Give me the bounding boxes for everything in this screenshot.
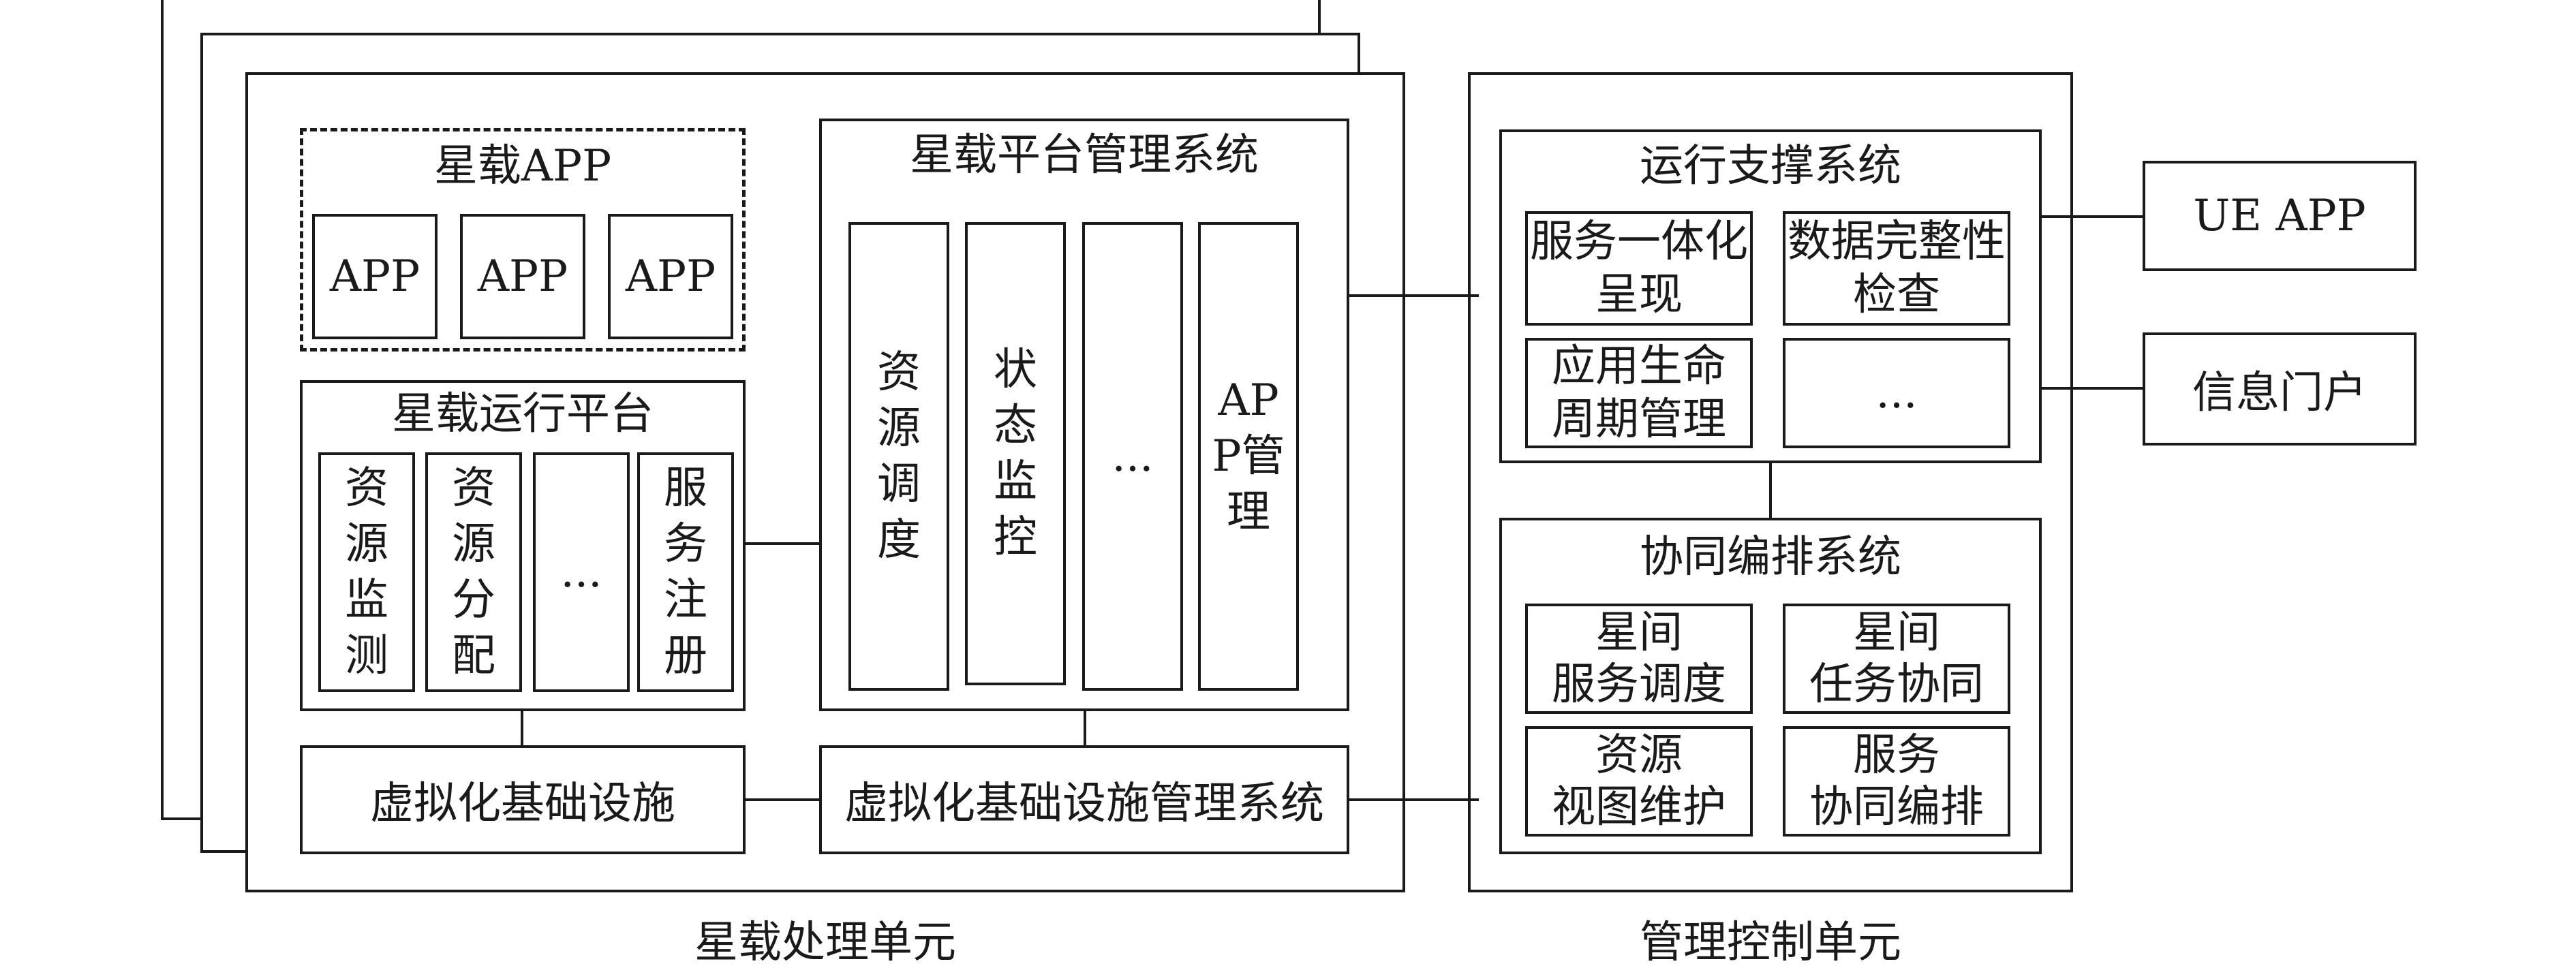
orch-cell-service-collaborative-orchestration: 服务协同编排 bbox=[1783, 726, 2010, 837]
app-box: APP bbox=[312, 214, 438, 339]
connector-runtime-to-virt bbox=[521, 711, 523, 745]
orch-cell-inter-satellite-task-collaboration: 星间任务协同 bbox=[1783, 604, 2010, 714]
orch-cell-inter-satellite-service-scheduling: 星间服务调度 bbox=[1525, 604, 1753, 714]
connector-runtime-to-platform-mgmt bbox=[746, 542, 819, 545]
app-box: APP bbox=[460, 214, 585, 339]
ue-app-box: UE APP bbox=[2143, 161, 2417, 271]
platform-module-status-monitoring: 状态监控 bbox=[994, 345, 1037, 563]
ops-cell-ellipsis: ... bbox=[1783, 338, 2010, 448]
management-unit-caption: 管理控制单元 bbox=[1640, 918, 1901, 968]
onboard-app-title: 星载APP bbox=[433, 141, 612, 191]
platform-module-resource-scheduling: 资源调度 bbox=[877, 347, 921, 565]
platform-module-box: APP管理 bbox=[1198, 222, 1299, 691]
platform-module-box: 资源调度 bbox=[848, 222, 949, 691]
runtime-module-resource-monitoring: 资源监测 bbox=[345, 463, 388, 681]
virtualization-infrastructure-mgmt-system: 虚拟化基础设施管理系统 bbox=[819, 745, 1349, 854]
info-portal-box: 信息门户 bbox=[2143, 332, 2417, 446]
connector-platform-mgmt-to-virt-mgmt bbox=[1084, 711, 1086, 745]
satellite-unit-caption: 星载处理单元 bbox=[694, 918, 956, 968]
platform-module-box: 状态监控 bbox=[965, 222, 1066, 685]
runtime-module-ellipsis: ... bbox=[560, 547, 602, 597]
ops-cell-data-integrity-check: 数据完整性检查 bbox=[1783, 211, 2010, 326]
orch-cell-resource-view-maintenance: 资源视图维护 bbox=[1525, 726, 1753, 837]
runtime-module-box: 资源监测 bbox=[318, 452, 415, 692]
virtualization-infrastructure: 虚拟化基础设施 bbox=[300, 745, 746, 854]
connector-ops-to-info-portal bbox=[2042, 387, 2143, 390]
orchestration-title: 协同编排系统 bbox=[1640, 532, 1901, 582]
platform-module-box: ... bbox=[1082, 222, 1183, 691]
connector-ops-to-orchestration bbox=[1769, 463, 1772, 518]
ops-cell-unified-service-presentation: 服务一体化呈现 bbox=[1525, 211, 1753, 326]
ops-cell-app-lifecycle-mgmt: 应用生命周期管理 bbox=[1525, 338, 1753, 448]
connector-platform-mgmt-to-ops bbox=[1349, 294, 1479, 297]
connector-ops-to-ue-app bbox=[2042, 215, 2143, 218]
app-box: APP bbox=[608, 214, 733, 339]
ops-support-title: 运行支撑系统 bbox=[1640, 141, 1901, 191]
platform-module-ellipsis: ... bbox=[1111, 431, 1154, 482]
runtime-module-service-registration: 服务注册 bbox=[664, 463, 707, 681]
runtime-module-box: ... bbox=[533, 452, 630, 692]
connector-virt-to-virt-mgmt bbox=[746, 798, 819, 801]
platform-mgmt-title: 星载平台管理系统 bbox=[910, 130, 1259, 181]
runtime-platform-title: 星载运行平台 bbox=[392, 389, 654, 439]
runtime-module-box: 资源分配 bbox=[425, 452, 522, 692]
connector-virt-mgmt-to-orchestration bbox=[1349, 798, 1479, 801]
runtime-module-box: 服务注册 bbox=[637, 452, 734, 692]
platform-module-app-management: APP管理 bbox=[1212, 375, 1285, 537]
runtime-module-resource-allocation: 资源分配 bbox=[452, 463, 495, 681]
